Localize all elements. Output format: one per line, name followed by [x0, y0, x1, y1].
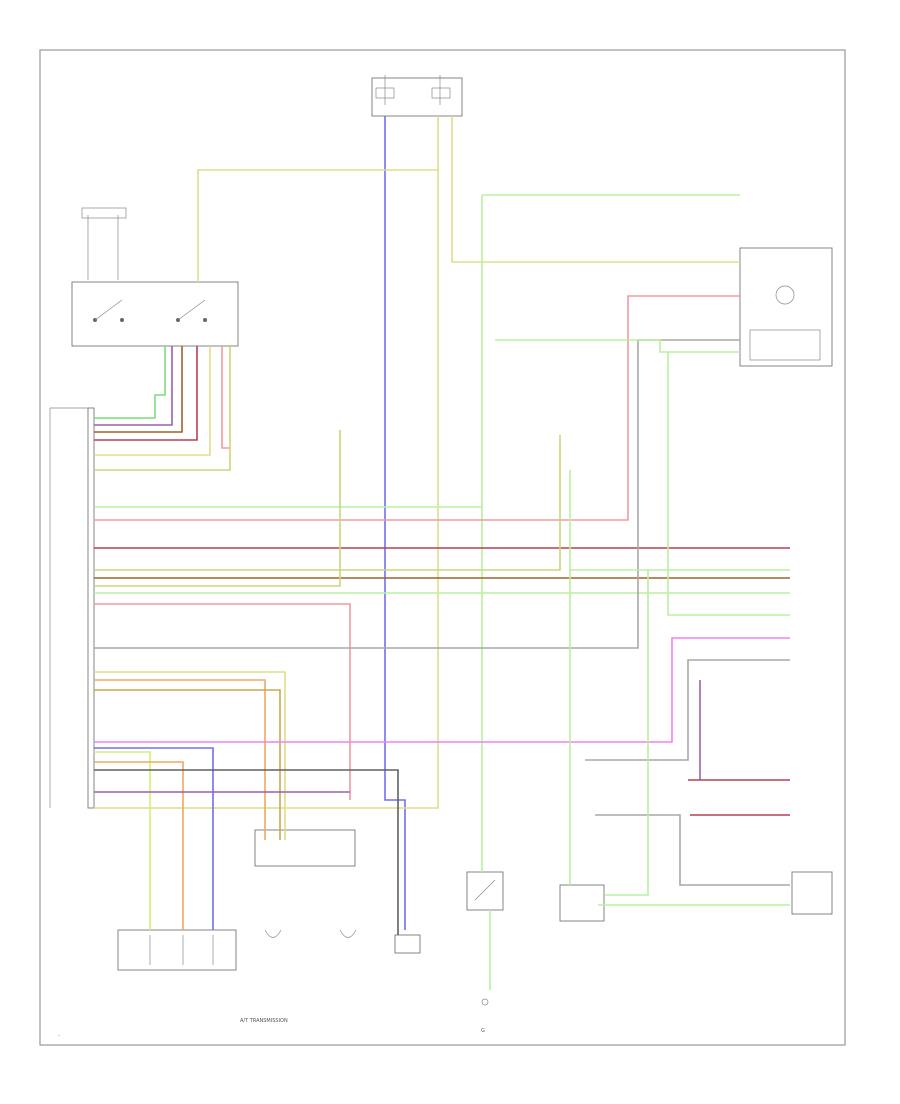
wire-green-range	[94, 346, 166, 419]
instrument-cluster	[739, 247, 833, 367]
wire-orange-low	[94, 679, 266, 840]
brake-switch	[466, 871, 504, 1006]
speed-sensors	[254, 829, 357, 938]
ground-symbol: G	[481, 1028, 485, 1034]
cluster-outline	[739, 247, 833, 367]
wire-grey-ss	[585, 659, 790, 761]
shift-solenoid-box	[117, 929, 237, 971]
transmission-range-switch	[71, 281, 239, 347]
page-number: -	[58, 1033, 60, 1039]
wire-pink-cl	[94, 295, 740, 521]
wire-yellow-main	[94, 116, 439, 809]
wire-red-range	[94, 346, 198, 441]
fuse-box-outline	[371, 77, 463, 117]
wire-yg-long4	[94, 430, 341, 587]
wire-yellow-low1	[94, 671, 286, 840]
right-module	[791, 871, 833, 915]
wire-brownyellow-low	[94, 689, 281, 840]
fluid-temp-sensor	[394, 934, 421, 954]
wire-grey-long7	[94, 339, 740, 649]
wire-pink-range	[221, 346, 230, 449]
wire-pink-long6	[94, 603, 351, 800]
wires-group	[94, 116, 790, 990]
sensor-connector	[559, 884, 605, 922]
wire-grey-sensor	[595, 814, 790, 886]
wire-yellow-range	[94, 346, 211, 456]
wire-yellow-top	[197, 169, 438, 282]
wire-yellow-long2	[94, 435, 561, 571]
diagram-frame	[39, 49, 846, 1046]
range-switch-outline	[71, 281, 239, 347]
fuse-box-top	[371, 75, 463, 117]
wire-violet-range	[94, 346, 173, 426]
wire-lg-sensor3	[605, 570, 649, 896]
overdrive-switch	[81, 207, 127, 280]
wire-blue-main	[384, 116, 406, 930]
wire-blue-sol	[94, 747, 214, 930]
wire-magenta-low	[94, 637, 790, 743]
wire-yellow-cluster	[451, 116, 740, 263]
section-label: A/T TRANSMISSION	[240, 1018, 288, 1024]
wire-yg-range	[94, 346, 231, 471]
wire-darkgrey-low	[94, 769, 399, 935]
wire-orange-sol	[94, 761, 184, 930]
wire-brown-range	[94, 346, 183, 433]
wire-green-down	[667, 352, 790, 616]
tcm-connector-outline	[87, 407, 95, 809]
wire-greenyellow-sol	[94, 751, 151, 930]
wire-green-cl2	[495, 339, 740, 353]
